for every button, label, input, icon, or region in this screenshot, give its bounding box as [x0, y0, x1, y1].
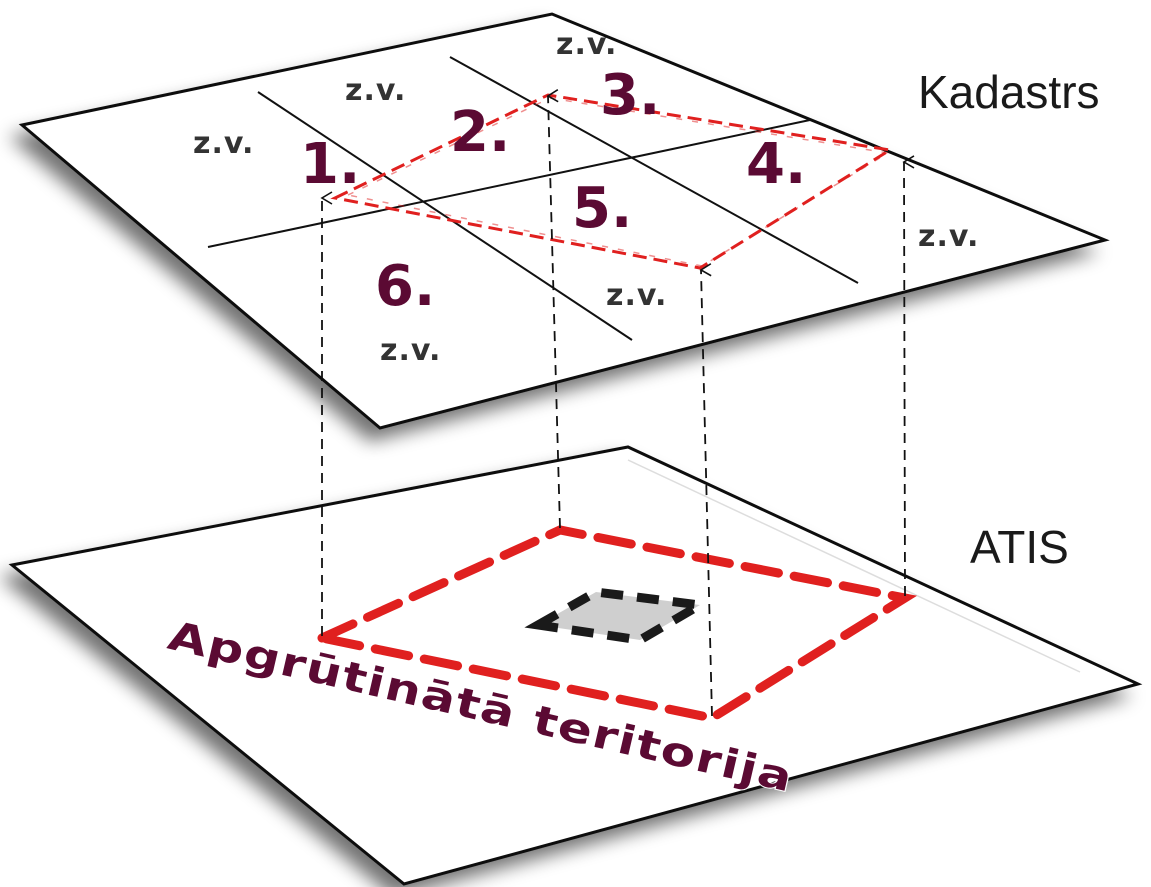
zone-label-right: z.v.	[918, 219, 979, 254]
kadastrs-plane	[18, 12, 1110, 430]
zone-label-upper-left: z.v.	[345, 73, 406, 108]
building-footprint	[524, 587, 714, 645]
zone-label-left: z.v.	[193, 126, 254, 161]
parcel-number-3: 3.	[600, 63, 660, 128]
layer-label-atis: ATIS	[970, 521, 1069, 573]
parcel-number-4: 4.	[746, 132, 806, 197]
zone-label-bottom-left: z.v.	[380, 333, 441, 368]
projection-arrows	[320, 89, 915, 717]
parcel-number-1: 1.	[300, 132, 360, 197]
kadastrs-encumbered-boundary	[330, 93, 895, 270]
projection-arrow-2	[546, 89, 561, 529]
parcel-number-5: 5.	[572, 176, 632, 241]
parcel-number-2: 2.	[450, 100, 510, 165]
atis-encumbered-boundary	[307, 525, 918, 723]
zone-label-top: z.v.	[556, 27, 617, 62]
layer-label-kadastrs: Kadastrs	[918, 66, 1100, 118]
projection-arrow-4	[902, 155, 915, 597]
parcel-number-6: 6.	[375, 254, 435, 319]
projection-arrow-3	[699, 263, 713, 717]
parcel-line-2	[449, 56, 859, 284]
zone-label-center: z.v.	[606, 278, 667, 313]
atis-plane	[8, 445, 1143, 886]
parcel-line-3	[207, 119, 811, 248]
parcel-line-1	[257, 91, 633, 341]
